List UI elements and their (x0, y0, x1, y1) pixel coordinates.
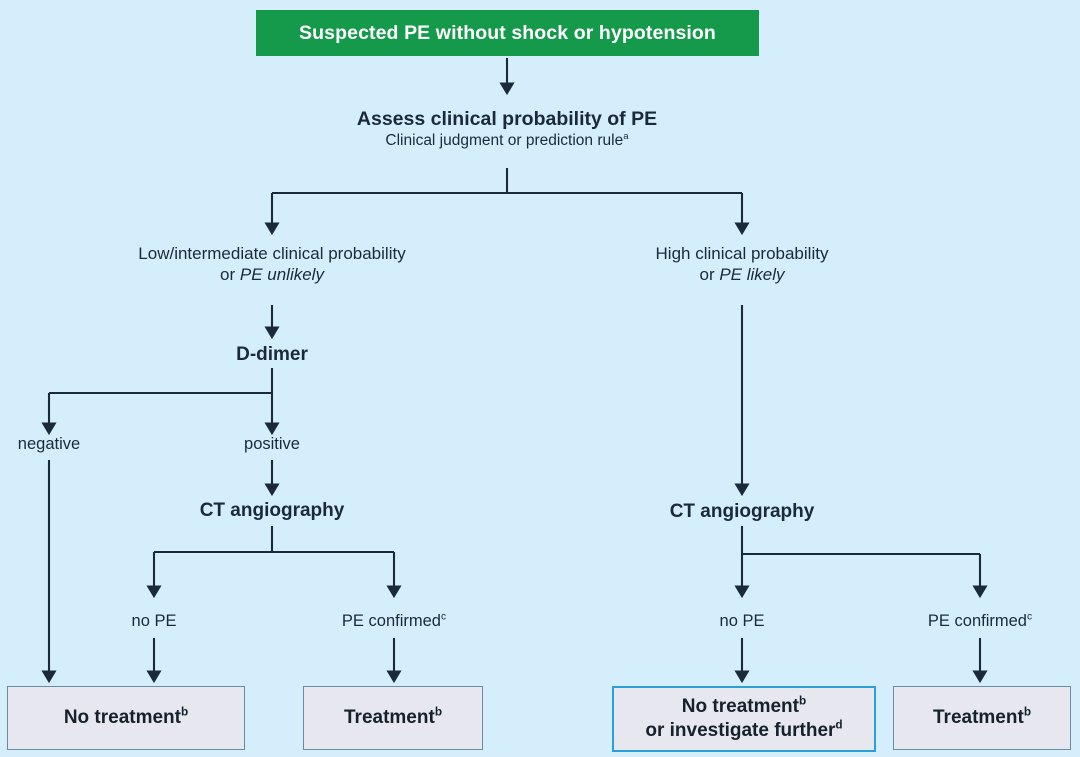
footnote-marker-b: b (798, 695, 807, 709)
left-pe-confirmed-text: PE confirmed (341, 612, 441, 630)
left-branch-line1: Low/intermediate clinical probability (138, 244, 406, 263)
right-pe-confirmed-text: PE confirmed (927, 612, 1027, 630)
outcome-box-right-treatment-text: Treatmentb (933, 706, 1031, 730)
right-branch-line1: High clinical probability (655, 244, 829, 263)
right-branch-probability-label: High clinical probability or PE likely (592, 244, 892, 285)
outcome-box-left-treatment: Treatmentb (303, 686, 483, 750)
outcome-box-left-treatment-text: Treatmentb (344, 706, 442, 730)
left-ct-outcome-no-pe: no PE (131, 612, 177, 630)
left-ct-outcome-pe-confirmed: PE confirmedc (294, 611, 494, 631)
left-branch-probability-label: Low/intermediate clinical probability or… (72, 244, 472, 285)
d-dimer-negative-label: negative (17, 435, 81, 453)
footnote-marker-b: b (181, 705, 189, 719)
left-branch-line2: or PE unlikely (72, 265, 472, 286)
outcome-line1-text: No treatment (63, 707, 181, 729)
left-branch-line2-prefix: or (220, 264, 240, 284)
assess-clinical-probability-node: Assess clinical probability of PE Clinic… (307, 108, 707, 151)
outcome-box-right-no-treatment-or-investigate: No treatmentb or investigate furtherd (612, 686, 876, 752)
footnote-marker-b: b (434, 705, 442, 719)
outcome-box-right-treatment: Treatmentb (893, 686, 1071, 750)
outcome-line2: or investigate furtherd (645, 719, 842, 743)
footnote-marker-c-left: c (440, 611, 447, 623)
footnote-marker-a: a (623, 130, 629, 142)
header-label: Suspected PE without shock or hypotensio… (299, 21, 716, 44)
d-dimer-positive-label: positive (244, 435, 300, 453)
right-branch-line2: or PE likely (592, 265, 892, 286)
assess-subtitle-text: Clinical judgment or prediction rule (385, 131, 624, 149)
footnote-marker-d: d (835, 718, 843, 732)
ct-angiography-left-node: CT angiography (199, 500, 345, 521)
assess-title: Assess clinical probability of PE (356, 108, 658, 130)
assess-subtitle: Clinical judgment or prediction rulea (307, 130, 707, 151)
d-dimer-test-node: D-dimer (236, 344, 308, 365)
outcome-line1: No treatmentb (645, 695, 842, 719)
right-ct-outcome-no-pe: no PE (719, 612, 765, 630)
right-branch-line2-prefix: or (699, 264, 720, 284)
footnote-marker-b: b (1023, 705, 1031, 719)
outcome-line2-text: or investigate further (645, 720, 836, 741)
header-banner: Suspected PE without shock or hypotensio… (256, 10, 759, 56)
outcome-box-right-no-treatment-text: No treatmentb or investigate furtherd (645, 695, 842, 742)
outcome-line1-text: Treatment (344, 707, 435, 729)
ct-angiography-right-node: CT angiography (669, 501, 815, 522)
right-ct-outcome-pe-confirmed: PE confirmedc (880, 611, 1080, 631)
outcome-line1-text: No treatment (681, 696, 799, 718)
footnote-marker-c-right: c (1026, 611, 1033, 623)
outcome-box-left-no-treatment-text: No treatmentb (64, 706, 188, 730)
right-branch-line2-italic: PE likely (719, 264, 785, 284)
left-branch-line2-italic: PE unlikely (239, 264, 324, 284)
outcome-line1-text: Treatment (933, 707, 1024, 729)
outcome-box-left-no-treatment: No treatmentb (7, 686, 245, 750)
